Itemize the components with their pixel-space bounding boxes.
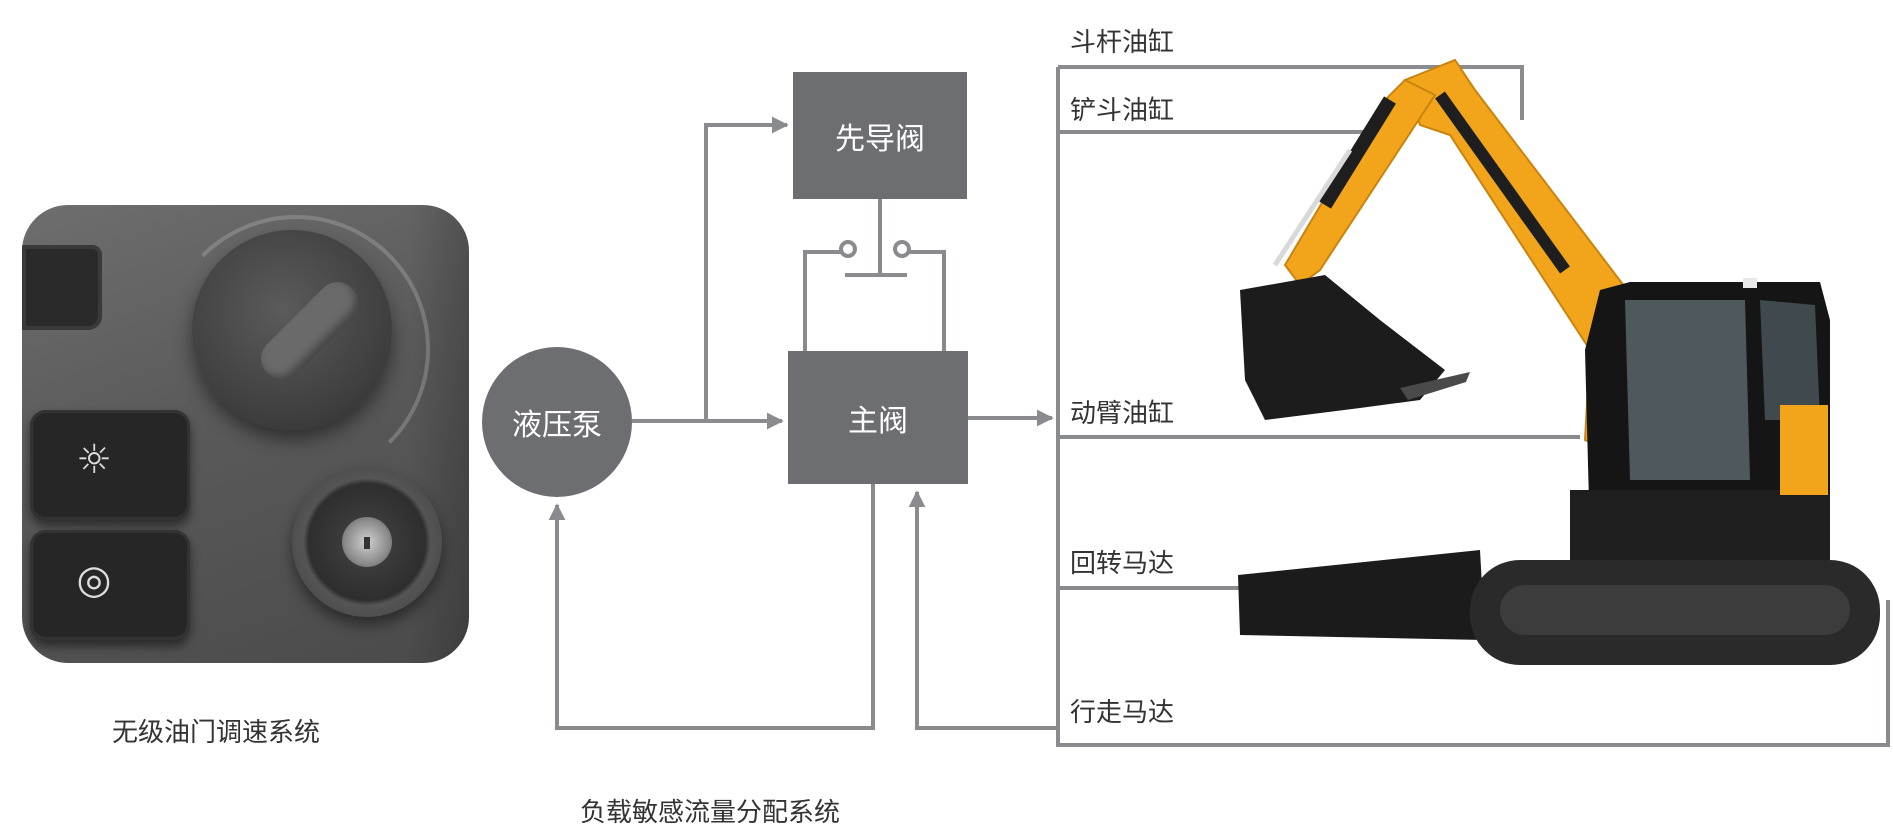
stick-cylinder-label: 斗杆油缸 bbox=[1070, 28, 1175, 58]
stick-cylinder bbox=[1319, 96, 1396, 209]
main-valve: 主阀 bbox=[788, 351, 968, 484]
pilot-port-right bbox=[893, 240, 911, 258]
pilot-right-line bbox=[907, 250, 946, 351]
system-caption: 负载敏感流量分配系统 bbox=[580, 798, 841, 828]
pilot-ports bbox=[839, 240, 911, 258]
top-switch bbox=[22, 245, 102, 330]
stick-cylinder-line bbox=[1058, 65, 1524, 120]
bucket-rod bbox=[1272, 148, 1353, 267]
control-panel-photo: ☼ ◎ bbox=[22, 205, 469, 663]
travel-motor-label: 行走马达 bbox=[1070, 698, 1175, 728]
knob-scale-arc bbox=[162, 215, 430, 483]
work-light-icon: ☼ bbox=[76, 437, 112, 483]
excavator-stick bbox=[1283, 78, 1437, 287]
bucket-cylinder-label: 铲斗油缸 bbox=[1070, 96, 1175, 126]
cab-window-front bbox=[1625, 300, 1750, 480]
pump-to-pilot-arrow bbox=[704, 116, 789, 421]
pilot-port-left bbox=[839, 240, 857, 258]
boom-cylinder-label: 动臂油缸 bbox=[1070, 399, 1175, 429]
beacon-light-icon: ◎ bbox=[76, 557, 112, 603]
pilot-left-line bbox=[803, 250, 845, 351]
excavator-bucket bbox=[1240, 275, 1445, 420]
panel-caption: 无级油门调速系统 bbox=[112, 718, 321, 748]
ignition-key-icon bbox=[292, 467, 442, 617]
feedback-to-pump-arrow bbox=[548, 484, 875, 730]
pilot-valve: 先导阀 bbox=[793, 72, 967, 199]
cab-window-side bbox=[1760, 300, 1820, 420]
key-slot bbox=[364, 537, 370, 549]
excavator-image bbox=[1238, 58, 1880, 665]
engine-cover bbox=[1780, 405, 1828, 495]
beacon-light-switch: ◎ bbox=[30, 530, 190, 640]
dozer-blade bbox=[1238, 550, 1485, 640]
output-frame bbox=[1056, 67, 1890, 747]
swing-motor-label: 回转马达 bbox=[1070, 549, 1175, 579]
track-rollers bbox=[1500, 585, 1850, 635]
load-sense-arrow bbox=[908, 490, 1058, 730]
hydraulic-pump: 液压泵 bbox=[482, 347, 632, 497]
work-light-switch: ☼ bbox=[30, 410, 190, 520]
bucket-teeth bbox=[1400, 372, 1470, 400]
cab-light bbox=[1743, 278, 1757, 288]
excavator-base bbox=[1570, 490, 1830, 560]
key-cylinder bbox=[342, 517, 392, 567]
throttle-knob-icon bbox=[192, 230, 392, 430]
boom-cylinder bbox=[1435, 91, 1570, 274]
